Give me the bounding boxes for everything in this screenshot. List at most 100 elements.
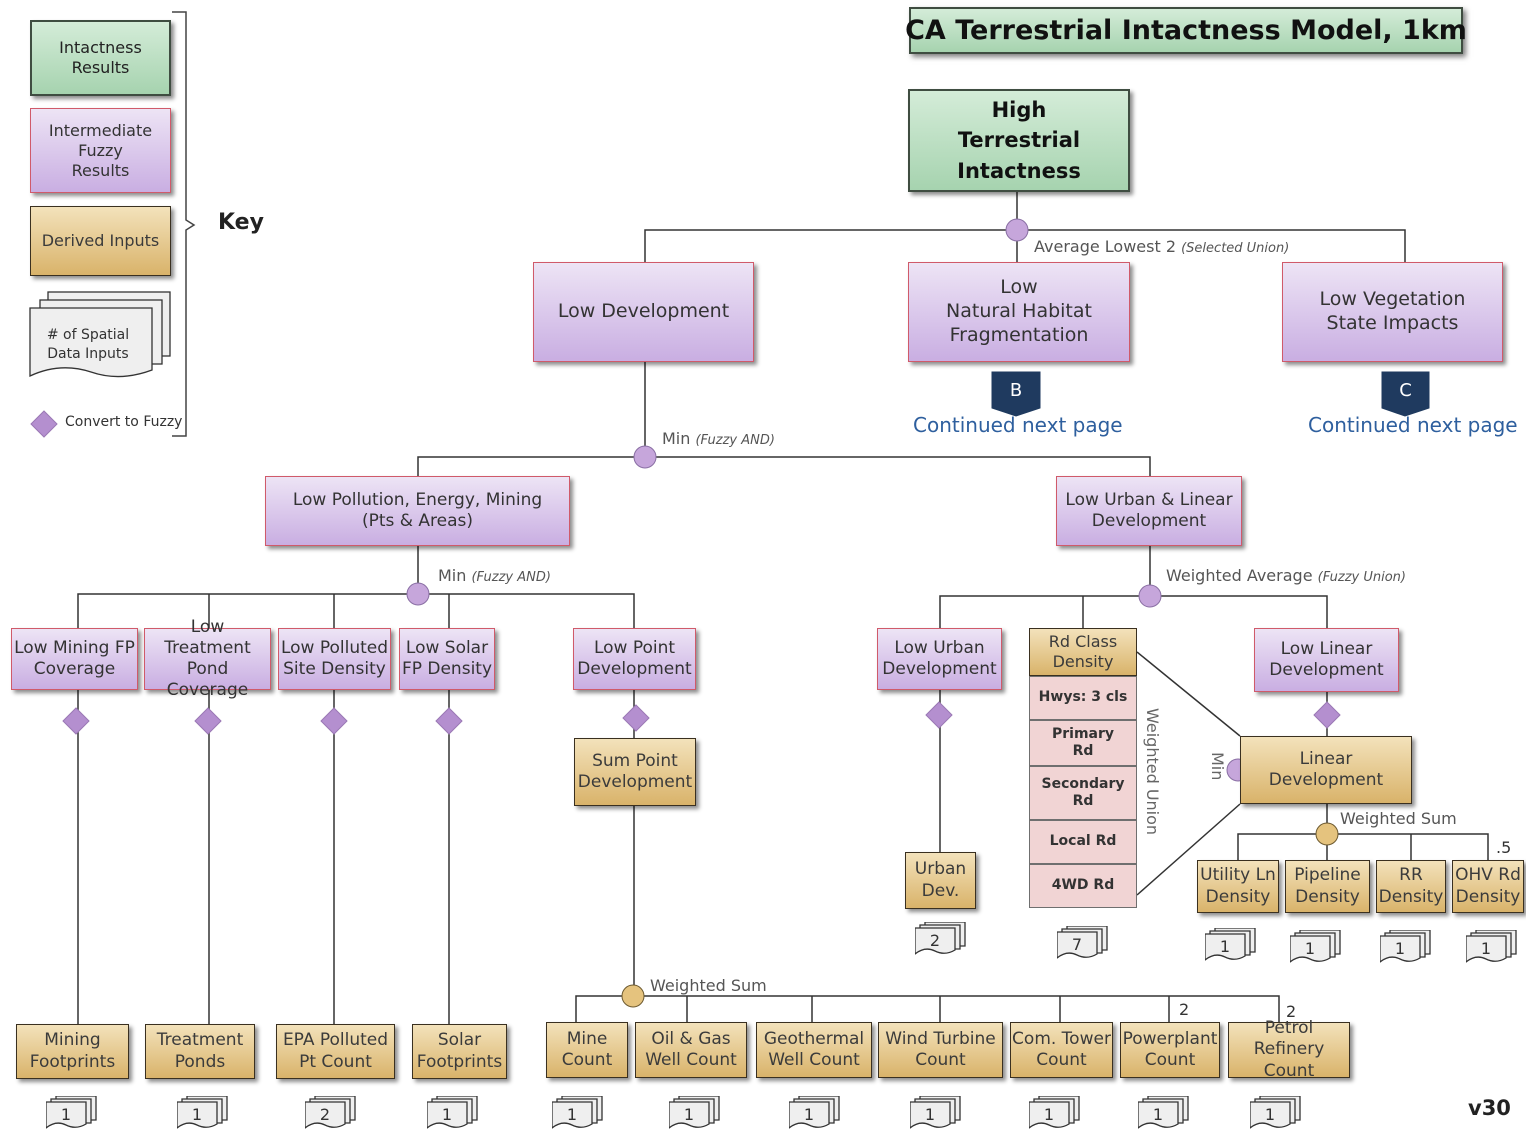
node-wind-turbine-count: Wind Turbine Count [878, 1022, 1003, 1078]
key-spatial-inputs: # of Spatial Data Inputs [46, 327, 130, 362]
document-stack-icon [1380, 930, 1431, 963]
document-sheet [915, 927, 956, 955]
input-count-epa: 2 [305, 1096, 359, 1132]
document-sheet [46, 1101, 87, 1129]
node-pipeline-density: Pipeline Density [1285, 860, 1370, 913]
input-count-value: 1 [1304, 939, 1316, 958]
node-low-solar-fp-density: Low Solar FP Density [399, 628, 495, 690]
document-sheet [1380, 935, 1421, 963]
document-sheet [1205, 933, 1246, 961]
operator-weighted-sum [621, 984, 645, 1008]
continued-marker-b-letter: B [1009, 380, 1023, 401]
document-sheet [1057, 931, 1098, 959]
key-diamond-icon [30, 410, 58, 438]
input-count-powerplant: 1 [1138, 1096, 1192, 1132]
document-stack-icon [177, 1096, 228, 1129]
document-sheet [552, 1101, 593, 1129]
document-sheet [669, 1101, 710, 1129]
road-class-secondary: Secondary Rd [1029, 766, 1137, 820]
node-low-development: Low Development [533, 262, 754, 362]
input-count-wind: 1 [910, 1096, 964, 1132]
continued-next-page-b: Continued next page [913, 413, 1123, 437]
continued-marker-b-icon [991, 371, 1041, 417]
document-stack-icon [915, 922, 966, 955]
convert-to-fuzzy-icon [320, 707, 348, 735]
document-sheet [789, 1101, 830, 1129]
road-class-primary: Primary Rd [1029, 720, 1137, 766]
continued-marker-c-icon [1381, 371, 1430, 417]
label-weighted-sum-point: Weighted Sum [650, 976, 767, 995]
label-min-text: Min [438, 566, 472, 585]
input-count-oil-gas: 1 [669, 1096, 723, 1132]
input-count-value: 1 [803, 1105, 815, 1124]
document-stack-icon [1138, 1096, 1189, 1129]
label-fuzzy-and: (Fuzzy AND) [695, 433, 775, 448]
input-count-treatment: 1 [177, 1096, 231, 1132]
document-stack-icon [1466, 930, 1517, 963]
key-label: Key [218, 210, 264, 235]
document-stack-icon [1057, 926, 1108, 959]
input-count-ohv-rd: 1 [1466, 930, 1520, 966]
node-low-urban-development: Low Urban Development [877, 628, 1002, 690]
continued-next-page-c: Continued next page [1308, 413, 1518, 437]
input-count-value: 1 [60, 1105, 72, 1124]
connector [575, 995, 1280, 1022]
connector [939, 595, 1328, 628]
document-sheet [910, 1101, 951, 1129]
label-weighted-union: Weighted Union [1143, 708, 1162, 836]
input-count-value: 1 [924, 1105, 936, 1124]
input-count-value: 1 [566, 1105, 578, 1124]
convert-to-fuzzy-icon [1313, 701, 1341, 729]
node-ohv-rd-density: OHV Rd Density [1452, 860, 1524, 913]
input-count-value: 1 [441, 1105, 453, 1124]
input-count-value: 1 [1152, 1105, 1164, 1124]
document-stack-icon [910, 1096, 961, 1129]
label-min-fuzzy-and-2: Min (Fuzzy AND) [438, 566, 551, 585]
input-count-com-tower: 1 [1029, 1096, 1083, 1132]
node-low-pollution-energy-mining: Low Pollution, Energy, Mining (Pts & Are… [265, 476, 570, 546]
page-title: CA Terrestrial Intactness Model, 1km [905, 7, 1467, 54]
node-rr-density: RR Density [1376, 860, 1446, 913]
input-count-petrol: 1 [1250, 1096, 1304, 1132]
convert-to-fuzzy-icon [62, 707, 90, 735]
node-low-polluted-site-density: Low Polluted Site Density [278, 628, 391, 690]
node-low-vegetation-state-impacts: Low Vegetation State Impacts [1282, 262, 1503, 362]
document-sheet [177, 1101, 218, 1129]
document-sheet [427, 1101, 468, 1129]
node-solar-footprints: Solar Footprints [412, 1024, 507, 1079]
document-stack-icon [1205, 928, 1256, 961]
key-doc-front [29, 307, 153, 378]
input-count-value: 2 [319, 1105, 331, 1124]
node-geothermal-well-count: Geothermal Well Count [756, 1022, 872, 1078]
node-low-mining-fp-coverage: Low Mining FP Coverage [11, 628, 138, 690]
continued-marker-c-letter: C [1399, 380, 1412, 401]
input-count-mining: 1 [46, 1096, 100, 1132]
weight-powerplant: 2 [1179, 1000, 1190, 1019]
input-count-value: 1 [1043, 1105, 1055, 1124]
document-stack-icon [1250, 1096, 1301, 1129]
node-urban-dev: Urban Dev. [905, 852, 976, 909]
input-count-value: 2 [929, 931, 941, 950]
input-count-utility-ln: 1 [1205, 928, 1259, 964]
key-bracket [172, 11, 196, 437]
road-class-hwys: Hwys: 3 cls [1029, 676, 1137, 720]
node-oil-gas-well-count: Oil & Gas Well Count [635, 1022, 747, 1078]
document-stack-icon [669, 1096, 720, 1129]
node-com-tower-count: Com. Tower Count [1010, 1022, 1113, 1078]
input-count-urban-dev: 2 [915, 922, 969, 958]
node-low-treatment-pond-coverage: Low Treatment Pond Coverage [144, 617, 271, 700]
operator-average-lowest [1005, 218, 1029, 242]
document-sheet [1250, 1101, 1291, 1129]
node-low-natural-habitat-fragmentation: Low Natural Habitat Fragmentation [908, 262, 1130, 362]
input-count-value: 7 [1071, 935, 1083, 954]
document-sheet [1029, 1101, 1070, 1129]
connector [77, 593, 635, 628]
operator-weighted-average [1138, 584, 1162, 608]
input-count-value: 1 [1264, 1105, 1276, 1124]
operator-min [406, 582, 430, 606]
key-intermediate-fuzzy: Intermediate Fuzzy Results [30, 108, 171, 193]
convert-to-fuzzy-icon [435, 707, 463, 735]
weight-petrol-refinery: 2 [1286, 1002, 1297, 1021]
label-selected-union: (Selected Union) [1181, 241, 1290, 256]
